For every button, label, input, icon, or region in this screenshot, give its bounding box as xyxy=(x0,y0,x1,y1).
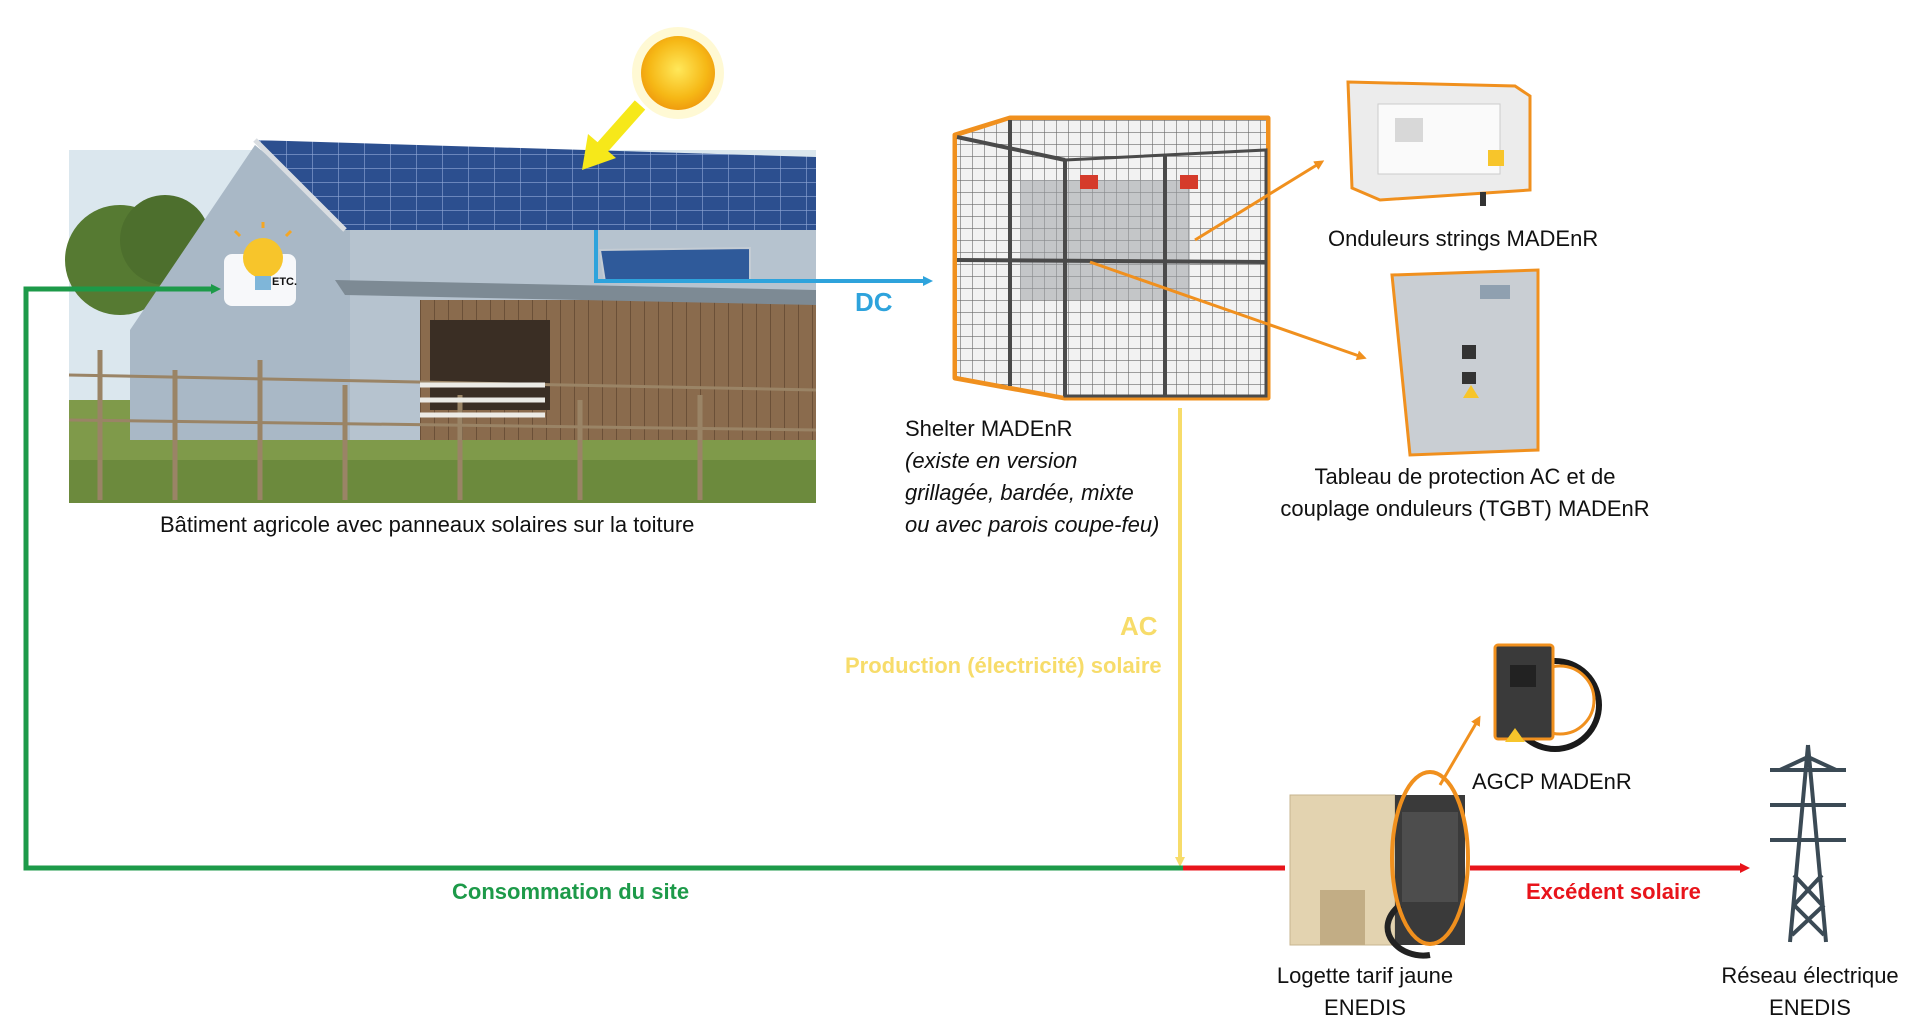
agcp-caption: AGCP MADEnR xyxy=(1472,769,1632,794)
inverters-caption: Onduleurs strings MADEnR xyxy=(1328,226,1599,251)
logette-cabinet-illustration xyxy=(1289,770,1470,959)
dc-flow-line xyxy=(594,230,933,286)
ac-flow-label: AC xyxy=(1120,611,1158,641)
light-bulb-icon xyxy=(224,222,296,306)
panel-caption-line-2: couplage onduleurs (TGBT) MADEnR xyxy=(1280,496,1650,521)
building-caption: Bâtiment agricole avec panneaux solaires… xyxy=(160,512,695,537)
shelter-note-line-2: grillagée, bardée, mixte xyxy=(905,480,1134,505)
agcp-pointer-arrow xyxy=(1438,715,1481,786)
production-flow-label: Production (électricité) solaire xyxy=(845,653,1162,678)
grid-caption-line-2: ENEDIS xyxy=(1769,995,1851,1020)
string-inverter-illustration xyxy=(1346,80,1532,206)
panel-caption-line-1: Tableau de protection AC et de xyxy=(1314,464,1616,489)
protection-panel-illustration xyxy=(1390,268,1540,457)
shelter-note-line-3: ou avec parois coupe-feu) xyxy=(905,512,1160,537)
farm-building-illustration xyxy=(65,138,817,503)
logette-caption-line-2: ENEDIS xyxy=(1324,995,1406,1020)
shelter-note-line-1: (existe en version xyxy=(905,448,1078,473)
consumption-flow-line xyxy=(23,284,1183,871)
logette-caption-line-1: Logette tarif jaune xyxy=(1276,963,1454,988)
sun-icon xyxy=(632,27,724,119)
dc-flow-label: DC xyxy=(855,287,893,317)
inverter-pointer-arrow xyxy=(1194,160,1325,242)
bulb-tag-label: ETC. xyxy=(272,276,298,288)
consumption-flow-label: Consommation du site xyxy=(452,879,690,904)
sunbeam-arrow xyxy=(582,100,646,170)
agcp-breaker-illustration xyxy=(1493,643,1602,752)
surplus-flow-label: Excédent solaire xyxy=(1526,879,1701,904)
power-pylon-icon xyxy=(1770,744,1846,943)
shelter-cage-illustration xyxy=(952,115,1271,401)
grid-caption-line-1: Réseau électrique xyxy=(1721,963,1899,988)
shelter-title: Shelter MADEnR xyxy=(905,416,1073,441)
panel-pointer-arrow xyxy=(1089,260,1367,361)
